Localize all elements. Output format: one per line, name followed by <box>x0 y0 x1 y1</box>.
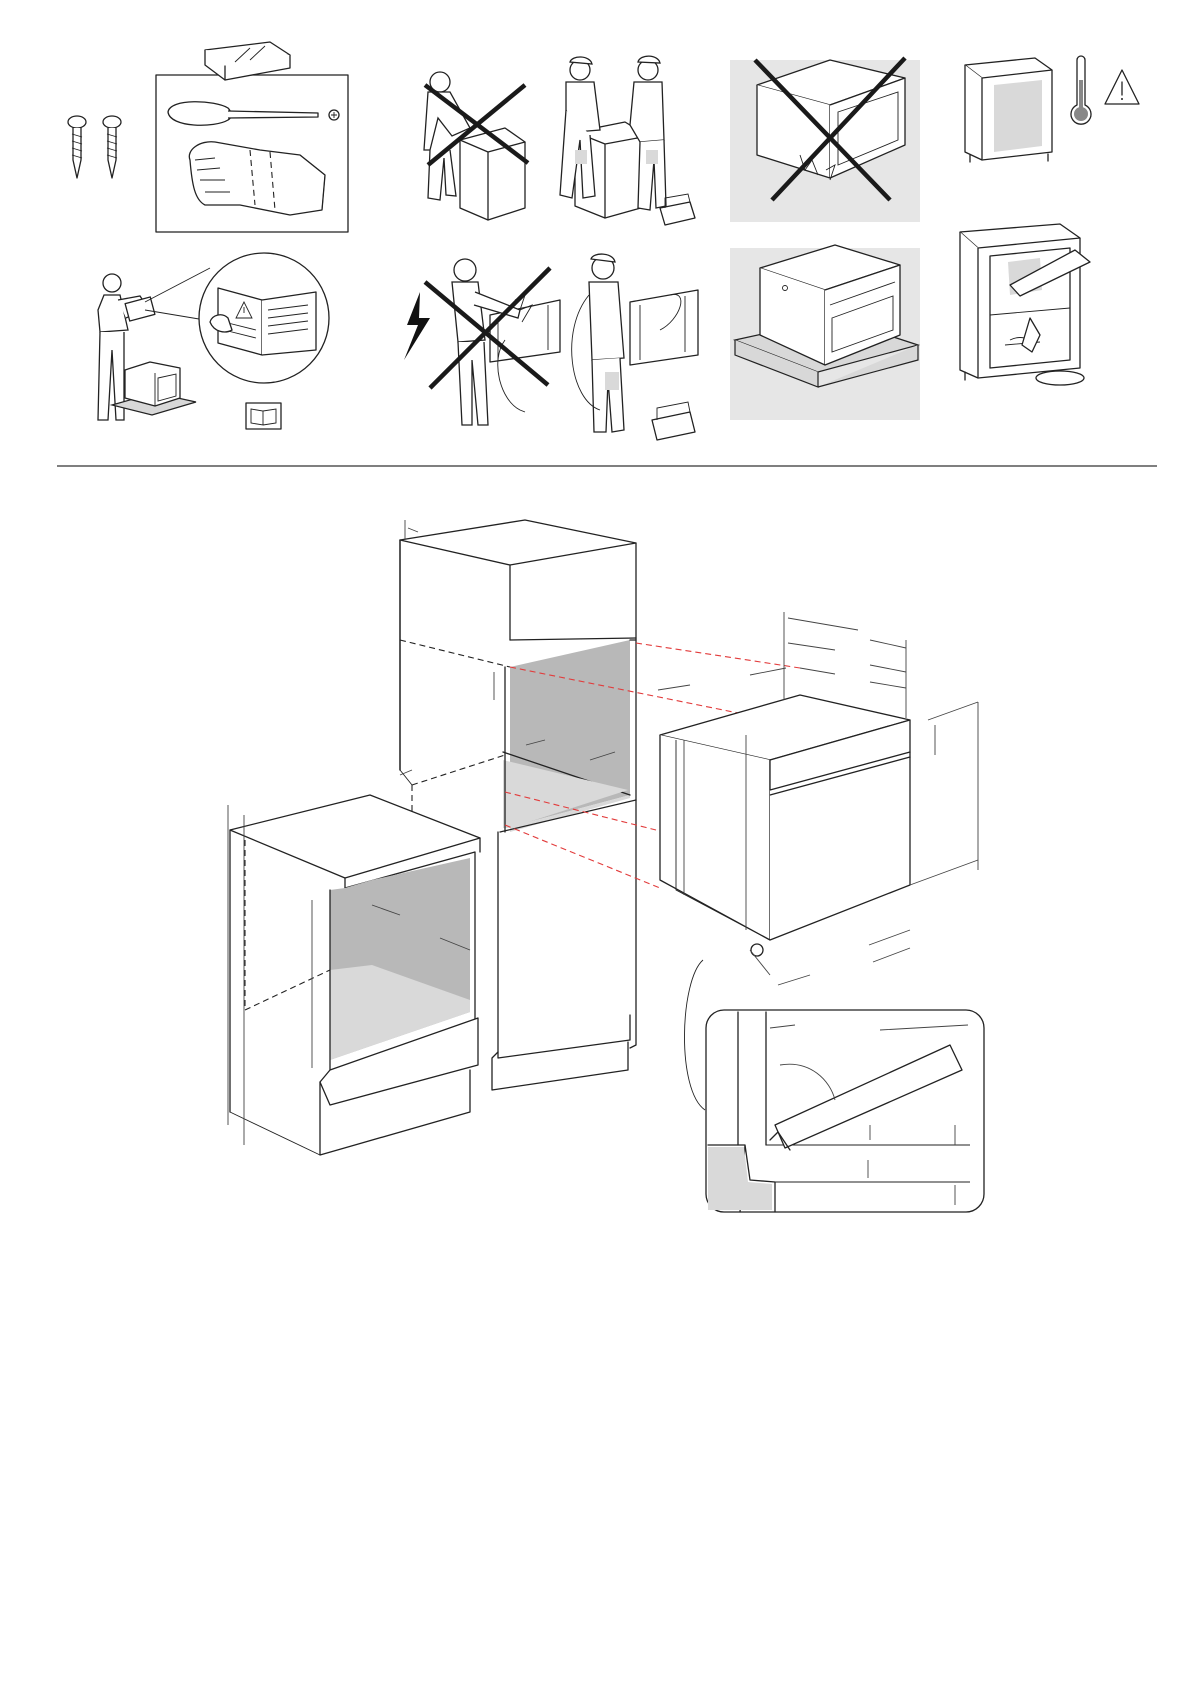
thermometer-icon <box>1071 56 1091 124</box>
cleaning-icon <box>960 224 1090 385</box>
toolbox-small-icon <box>652 402 695 440</box>
built-in-oven <box>660 695 910 956</box>
oven-on-base-small <box>112 362 196 415</box>
read-manual-panel <box>98 253 329 429</box>
warning-icon <box>1105 70 1139 104</box>
cabinet-icon <box>965 58 1052 162</box>
book-pictogram-icon <box>246 403 281 429</box>
two-workers-icon <box>560 56 695 225</box>
cabinet-check-panel <box>960 56 1139 385</box>
lightning-icon <box>404 292 430 360</box>
lifting-panel <box>424 56 695 225</box>
lower-cabinet <box>230 795 480 1155</box>
screws-icon <box>68 116 121 178</box>
tools-panel <box>68 42 348 232</box>
no-single-lift-icon <box>424 72 528 220</box>
electrician-icon <box>572 254 698 440</box>
toolbox-small-icon <box>660 194 695 225</box>
door-detail-callout <box>684 960 984 1212</box>
oven-handling-panel <box>730 58 920 420</box>
electric-shock-icon <box>425 259 560 425</box>
electrical-panel <box>404 254 698 440</box>
toolbox-icon <box>205 42 290 80</box>
